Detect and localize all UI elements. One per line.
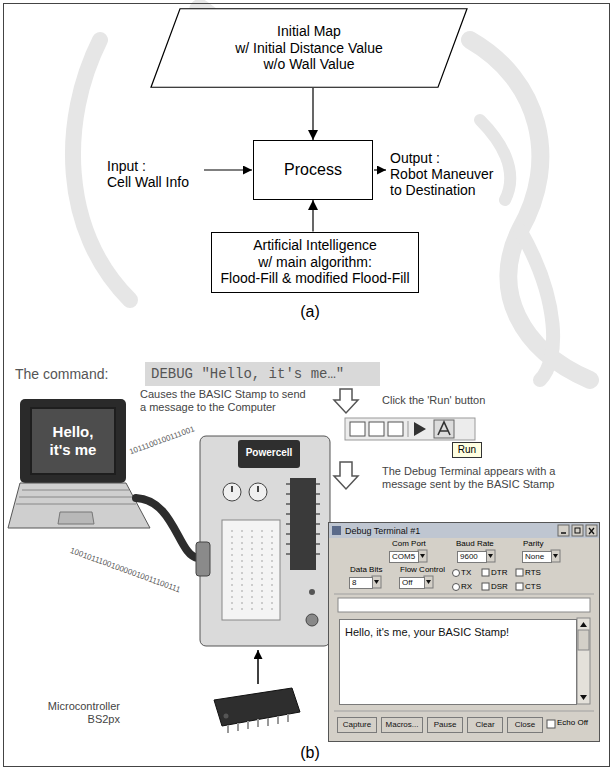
- node-text: Capture: [343, 720, 371, 730]
- node-text: Initial Map: [277, 23, 341, 40]
- node-text: Flood-Fill & modified Flood-Fill: [220, 270, 409, 287]
- field-label: Com Port: [392, 539, 426, 548]
- node-text: Close: [515, 720, 535, 730]
- node-text: Macros...: [386, 720, 419, 730]
- field-label: Data Bits: [350, 565, 382, 574]
- binary-stream: 100101110010000010011100111: [69, 546, 182, 595]
- flow-arrow: [312, 200, 313, 232]
- node-text: None: [525, 552, 544, 562]
- output-label: Output :: [390, 150, 440, 166]
- field-label: Baud Rate: [456, 539, 494, 548]
- frame: [4, 4, 610, 767]
- node-text: Artificial Intelligence w/ main algorith…: [249, 237, 381, 271]
- board: [196, 436, 330, 646]
- combo-box: COM5: [389, 551, 419, 563]
- note-text: Click the 'Run' button: [382, 394, 485, 407]
- note-text: The Debug Terminal appears with a messag…: [382, 465, 570, 490]
- parallelogram-outline: [151, 9, 467, 88]
- signal-label: RX: [461, 582, 472, 591]
- node-text: Process: [284, 160, 342, 179]
- process-box: Process: [253, 140, 373, 200]
- node-text: DEBUG "Hello, it's me…": [151, 366, 344, 383]
- algorithm-box: Artificial Intelligence w/ main algorith…: [211, 232, 419, 293]
- node-text: Hello, it's me, your BASIC Stamp!: [345, 626, 509, 639]
- input-label: Cell Wall Info: [107, 174, 189, 190]
- laptop: [8, 399, 150, 528]
- node-text: Hello, it's me: [42, 423, 104, 459]
- node-text: w/ Initial Distance Value w/o Wall Value: [229, 40, 389, 74]
- output-arrow: [374, 169, 386, 170]
- node-text: Run: [458, 444, 476, 456]
- binary-stream: 1011100100111001: [128, 424, 196, 456]
- push-button: Pause: [427, 717, 463, 733]
- part-label: Microcontroller BS2px: [38, 700, 120, 725]
- combo-box: 8: [349, 577, 373, 589]
- terminal-window: Debug Terminal #1 COM5 9600 None 8 OffHello, …: [328, 522, 600, 742]
- node-text: Off: [402, 578, 413, 588]
- input-arrow: [204, 169, 252, 170]
- push-button: Close: [507, 717, 543, 733]
- signal-label: DSR: [491, 582, 508, 591]
- output-label: Robot Maneuver to Destination: [390, 166, 500, 198]
- serial-cable: [136, 498, 198, 558]
- push-button: Macros...: [381, 717, 423, 733]
- data-parallelogram: Initial Mapw/ Initial Distance Value w/o…: [150, 8, 468, 88]
- microcontroller-chip: [214, 688, 300, 733]
- signal-label: CTS: [525, 582, 541, 591]
- command-box: DEBUG "Hello, it's me…": [145, 362, 380, 386]
- subfigure-label: (b): [290, 744, 330, 762]
- battery-label: Powercell: [238, 447, 300, 459]
- output-area: Hello, it's me, your BASIC Stamp!: [339, 619, 577, 705]
- signal-label: DTR: [491, 568, 507, 577]
- signal-label: TX: [461, 568, 471, 577]
- pointer-arrow: [257, 650, 259, 684]
- note-text: The command:: [15, 366, 108, 382]
- signal-label: RTS: [525, 568, 541, 577]
- watermark: [73, 10, 590, 380]
- node-text: Debug Terminal #1: [345, 526, 420, 537]
- checkbox-label: Echo Off: [557, 718, 588, 727]
- note-text: Causes the BASIC Stamp to send a message…: [140, 388, 312, 413]
- terminal-window-body: [328, 522, 600, 742]
- laptop-screen: Hello, it's me: [30, 407, 116, 475]
- node-text: 9600: [460, 552, 478, 562]
- combo-box: Off: [399, 577, 425, 589]
- node-text: Clear: [475, 720, 494, 730]
- node-text: COM5: [392, 552, 415, 562]
- field-label: Flow Control: [400, 565, 445, 574]
- combo-box: None: [522, 551, 552, 563]
- subfigure-label: (a): [290, 303, 330, 321]
- combo-box: 9600: [457, 551, 487, 563]
- node-text: 8: [352, 578, 356, 588]
- toolbar: [345, 418, 475, 440]
- flow-arrow: [312, 88, 313, 140]
- push-button: Clear: [467, 717, 503, 733]
- tooltip: Run: [452, 442, 482, 458]
- push-button: Capture: [337, 717, 377, 733]
- input-label: Input :: [107, 158, 146, 174]
- field-label: Parity: [523, 539, 543, 548]
- node-text: Pause: [434, 720, 457, 730]
